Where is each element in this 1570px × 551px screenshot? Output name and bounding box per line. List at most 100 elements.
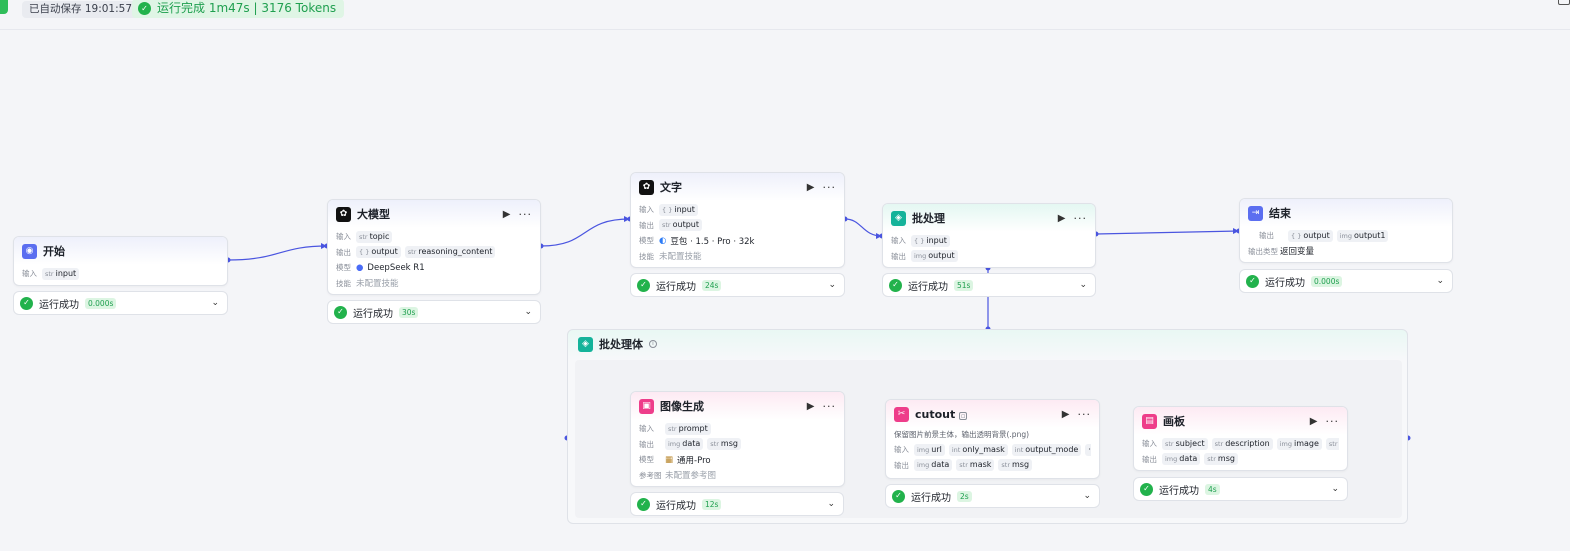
more-icon[interactable]: ··· [1073,211,1087,225]
skill-row: 技能 未配置技能 [336,278,399,290]
chevron-down-icon[interactable]: ⌄ [1436,276,1444,286]
more-icon[interactable]: ··· [1085,443,1091,456]
top-bar: 已自动保存 19:01:57 ✓ 运行完成 1m47s | 3176 Token… [0,0,1570,30]
more-icon[interactable]: ··· [822,399,836,413]
node-title: 文字 [660,181,682,194]
check-circle-icon: ✓ [20,296,33,310]
app-corner-icon [0,0,8,14]
autosave-indicator: 已自动保存 19:01:57 [22,1,139,18]
arrowhead [876,233,882,239]
doubao-icon: ◐ [659,235,667,246]
chevron-down-icon[interactable]: ⌄ [211,298,219,308]
duration-badge: 0.000s [1311,275,1343,287]
more-icon[interactable]: ··· [822,180,836,194]
node-header: ✂ cutout▫ ▶ ··· [886,400,1099,428]
chevron-down-icon[interactable]: ⌄ [524,307,532,317]
run-status-text: 运行完成 1m47s | 3176 Tokens [157,1,337,15]
check-circle-icon: ✓ [334,305,347,319]
deepseek-icon: ● [356,262,364,273]
status-start[interactable]: ✓ 运行成功 0.000s ⌄ [13,291,228,315]
play-icon[interactable]: ▶ [1061,408,1070,420]
chevron-down-icon[interactable]: ⌄ [827,499,835,509]
start-icon: ◉ [22,243,37,259]
arrowhead [321,243,327,249]
cutout-icon: ✂ [894,406,909,422]
chevron-down-icon[interactable]: ⌄ [828,280,836,290]
status-canvas[interactable]: ✓ 运行成功 4s ⌄ [1133,477,1348,501]
more-icon[interactable]: ··· [518,207,532,221]
chevron-down-icon[interactable]: ⌄ [1079,280,1087,290]
node-cutout[interactable]: ✂ cutout▫ ▶··· 保留图片前景主体，输出透明背景(.png) 输入 … [885,399,1100,479]
info-icon[interactable]: i [649,340,657,348]
check-circle-icon: ✓ [1246,274,1259,288]
node-title: 画板 [1163,415,1185,428]
chevron-down-icon[interactable]: ⌄ [1331,484,1339,494]
end-icon: ⇥ [1248,205,1263,221]
play-icon[interactable]: ▶ [806,181,815,193]
llm-icon: ✿ [336,206,351,222]
status-batch[interactable]: ✓ 运行成功 51s ⌄ [882,273,1096,297]
node-header: ⇥ 结束 [1240,199,1452,227]
play-icon[interactable]: ▶ [806,400,815,412]
node-title: 结束 [1269,207,1291,220]
check-circle-icon: ✓ [637,497,650,511]
chevron-down-icon[interactable]: ⌄ [1083,491,1091,501]
edge-start-llm [227,245,328,261]
skill-row: 技能 未配置技能 [639,251,702,263]
status-llm[interactable]: ✓ 运行成功 30s ⌄ [327,300,541,324]
node-title: 图像生成 [660,400,704,413]
node-title: 批处理 [912,212,945,225]
status-end[interactable]: ✓ 运行成功 0.000s ⌄ [1239,269,1453,293]
arrowhead [624,216,630,222]
input-row: 输入 strsubjectstrdescriptionimgimagestrna… [1142,436,1339,452]
check-circle-icon: ✓ [889,278,902,292]
node-header: ✿ 文字 ▶··· [631,173,844,201]
duration-badge: 12s [702,498,722,510]
node-header: ◉ 开始 [14,237,227,265]
duration-badge: 0.000s [85,297,117,309]
node-header: ▤ 画板 ▶ ··· [1134,407,1347,435]
model-row: 模型 ▦通用-Pro [639,454,711,466]
edge-batch-end [1095,230,1240,235]
node-title: cutout▫ [915,407,968,421]
status-text[interactable]: ✓ 运行成功 24s ⌄ [630,273,845,297]
model-thumb-icon: ▦ [665,454,674,465]
output-type-row: 输出类型 返回变量 [1248,246,1315,258]
batch-icon: ◈ [578,336,593,352]
duration-badge: 51s [954,279,974,291]
more-icon[interactable]: ··· [1077,407,1091,421]
play-icon[interactable]: ▶ [1309,415,1318,427]
status-cutout[interactable]: ✓ 运行成功 2s ⌄ [885,484,1100,508]
plugin-icon: ▫ [959,411,968,420]
check-circle-icon: ✓ [637,278,650,292]
group-header: ◈ 批处理体 i [568,330,1407,358]
more-icon[interactable]: ··· [1325,414,1339,428]
play-icon[interactable]: ▶ [502,208,511,220]
check-circle-icon: ✓ [1140,482,1153,496]
group-title: 批处理体 [599,338,643,351]
node-header: ✿ 大模型 ▶ ··· [328,200,540,228]
play-icon[interactable]: ▶ [1057,212,1066,224]
input-row: 输入 { }input [891,233,1087,249]
run-status-badge[interactable]: ✓ 运行完成 1m47s | 3176 Tokens [132,0,345,18]
duration-badge: 24s [702,279,722,291]
node-title: 大模型 [357,208,390,221]
status-image-gen[interactable]: ✓ 运行成功 12s ⌄ [630,492,844,516]
canvas-icon: ▤ [1142,413,1157,429]
